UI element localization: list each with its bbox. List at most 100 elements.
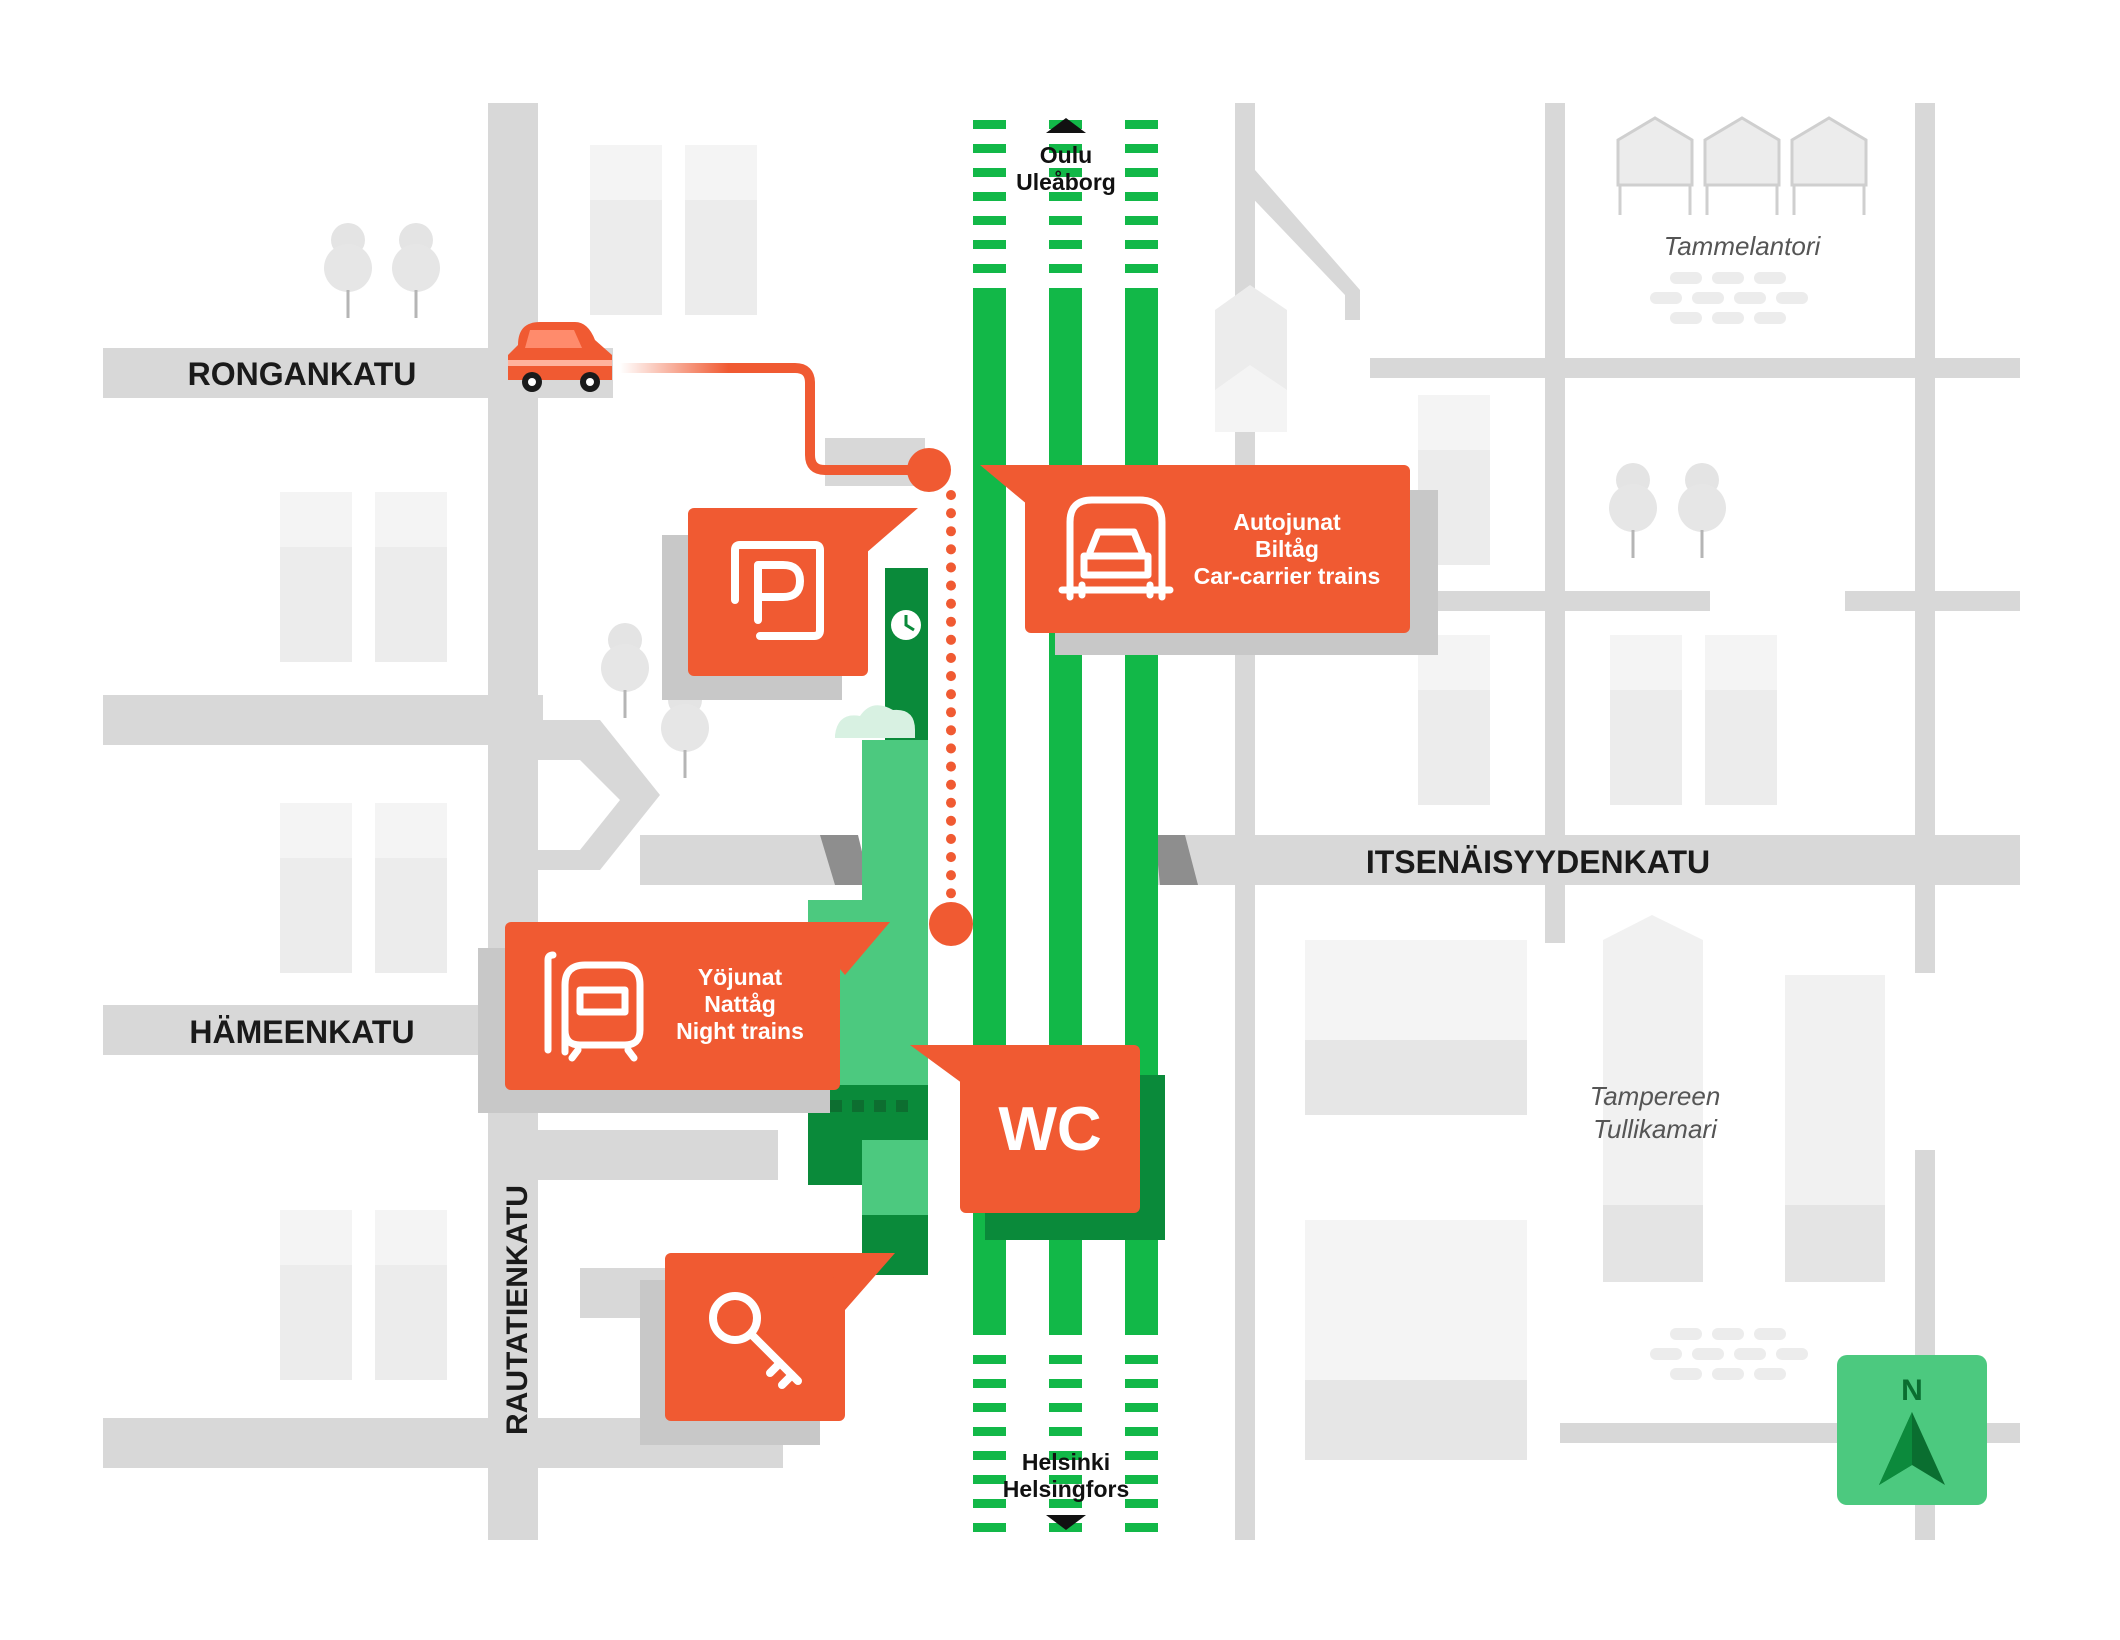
compass-label: N — [1901, 1374, 1923, 1407]
key-icon — [709, 1292, 802, 1389]
building — [1610, 635, 1682, 690]
rail-dash — [973, 1355, 1006, 1364]
paving-pattern — [1650, 272, 1808, 1380]
station-block — [896, 1100, 908, 1112]
building — [1305, 1380, 1527, 1460]
road-itsenaisyydenkatu-east — [1155, 835, 2020, 885]
night-trains-line3: Night trains — [676, 1018, 804, 1044]
place-label-tammelantori: Tammelantori — [1664, 231, 1822, 261]
night-trains-line2: Nattåg — [704, 991, 776, 1017]
rail-dash — [1049, 264, 1082, 273]
rail-dash — [1125, 1475, 1158, 1484]
place-label-tullikamari-line2: Tullikamari — [1593, 1114, 1718, 1144]
road-stub-parking — [825, 438, 925, 486]
route-end-dot — [929, 902, 973, 946]
rail-dash — [1049, 1427, 1082, 1436]
car-icon — [508, 322, 612, 392]
south-destination-line2: Helsingfors — [1003, 1476, 1130, 1502]
arrow-down-icon — [1046, 1515, 1086, 1530]
rail-dash — [973, 1499, 1006, 1508]
rail-dash — [1049, 240, 1082, 249]
night-trains-callout[interactable]: Yöjunat Nattåg Night trains — [505, 922, 890, 1090]
road-hameenkatu — [103, 1005, 543, 1055]
building — [1603, 915, 1703, 1282]
street-label-rongankatu: RONGANKATU — [188, 356, 417, 392]
rail-dash — [973, 144, 1006, 153]
building — [1215, 365, 1287, 432]
road-underpass-east — [1155, 835, 1198, 885]
arrow-up-icon — [1046, 118, 1086, 133]
parking-callout[interactable] — [688, 508, 918, 676]
building — [590, 145, 662, 200]
road-vertical-2 — [1545, 103, 1565, 943]
rail-dash — [1049, 144, 1082, 153]
street-label-rautatienkatu: RAUTATIENKATU — [501, 1185, 534, 1435]
rail-dash — [973, 168, 1006, 177]
north-destination-line1: Oulu — [1040, 142, 1092, 168]
rail-dash — [1049, 1475, 1082, 1484]
wc-label: WC — [998, 1095, 1101, 1164]
building — [1705, 635, 1777, 690]
road-east-north — [1370, 358, 2020, 378]
night-train-icon — [544, 951, 644, 1062]
rail-dash — [973, 1475, 1006, 1484]
rail-dash — [1125, 1427, 1158, 1436]
street-label-itsenaisyydenkatu: ITSENÄISYYDENKATU — [1366, 844, 1710, 880]
car-trains-line3: Car-carrier trains — [1194, 563, 1381, 589]
building — [280, 803, 352, 858]
building — [1418, 395, 1490, 450]
road-diagonal-east — [1235, 170, 1360, 320]
station-building — [808, 568, 928, 1275]
rail-dash — [973, 1451, 1006, 1460]
building — [375, 1210, 447, 1265]
wc-callout[interactable]: WC — [910, 1045, 1140, 1213]
rail-dash — [1125, 264, 1158, 273]
building — [1603, 1205, 1703, 1282]
market-tents — [1616, 116, 1868, 215]
rail-dash — [1125, 168, 1158, 177]
key-callout[interactable] — [665, 1253, 895, 1421]
rail-dash — [973, 240, 1006, 249]
station-block — [852, 1100, 864, 1112]
cloud-icon — [835, 705, 915, 738]
tree-icon — [392, 223, 440, 318]
north-destination-line2: Uleåborg — [1016, 169, 1116, 195]
rail-dash — [973, 1403, 1006, 1412]
parking-icon — [731, 541, 824, 640]
rail-dash — [1125, 1523, 1158, 1532]
road-diagonal-west — [538, 720, 660, 870]
rail-dash — [1125, 1451, 1158, 1460]
road-west-mid — [103, 695, 543, 745]
rail-dash — [973, 264, 1006, 273]
buildings — [280, 145, 1885, 1460]
tent — [1616, 116, 1694, 187]
building — [280, 1210, 352, 1265]
tent — [1703, 116, 1781, 187]
station-block — [830, 1100, 842, 1112]
rail-dash — [1125, 144, 1158, 153]
rail-dash — [1125, 1355, 1158, 1364]
tree-icon — [324, 223, 372, 318]
rail-dash — [1049, 1451, 1082, 1460]
car-trains-callout[interactable]: Autojunat Biltåg Car-carrier trains — [980, 465, 1410, 633]
rail-dash — [973, 1427, 1006, 1436]
car-trains-line1: Autojunat — [1233, 509, 1341, 535]
night-trains-line1: Yöjunat — [698, 964, 783, 990]
station-block — [874, 1100, 886, 1112]
rail-dash — [1125, 1379, 1158, 1388]
rail-dash — [1125, 216, 1158, 225]
rail-dash — [1049, 1379, 1082, 1388]
rail-dash — [1125, 120, 1158, 129]
rail-dash — [973, 120, 1006, 129]
building — [685, 145, 757, 200]
rail-dash — [1125, 192, 1158, 201]
street-label-hameenkatu: HÄMEENKATU — [189, 1014, 414, 1050]
rail-dash — [1049, 192, 1082, 201]
car-route — [615, 363, 935, 475]
tree-icon — [1678, 463, 1726, 558]
rail-dash — [973, 192, 1006, 201]
building — [375, 492, 447, 547]
building — [1785, 1205, 1885, 1282]
car-carrier-train-icon — [1058, 496, 1174, 601]
rail-dash — [1049, 168, 1082, 177]
